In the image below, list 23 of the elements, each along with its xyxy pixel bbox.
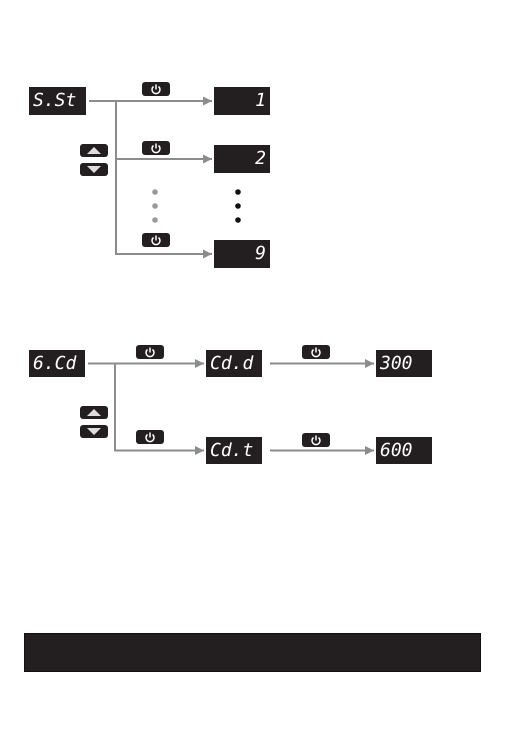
arrow [89,100,212,258]
display-box [376,350,432,377]
display-reading: 2 [255,150,266,168]
display-reading: 300 [380,354,413,372]
display-reading: 9 [255,245,266,263]
display-box [214,240,270,268]
display-reading: 6.Cd [33,354,76,372]
display-box [214,87,270,115]
display-reading: S.St [33,92,76,110]
arrow [88,362,204,455]
display-box [29,87,86,115]
display-reading: Cd.d [210,354,254,372]
display-reading: 600 [380,442,413,460]
display-box [376,437,432,464]
dark-banner [24,633,481,672]
display-box [206,350,262,377]
display-box [206,437,262,464]
arrow [270,446,374,455]
display-reading: Cd.t [210,442,254,460]
arrow [270,359,374,368]
display-reading: 1 [255,92,266,110]
display-box [214,145,270,173]
display-box [29,350,85,377]
